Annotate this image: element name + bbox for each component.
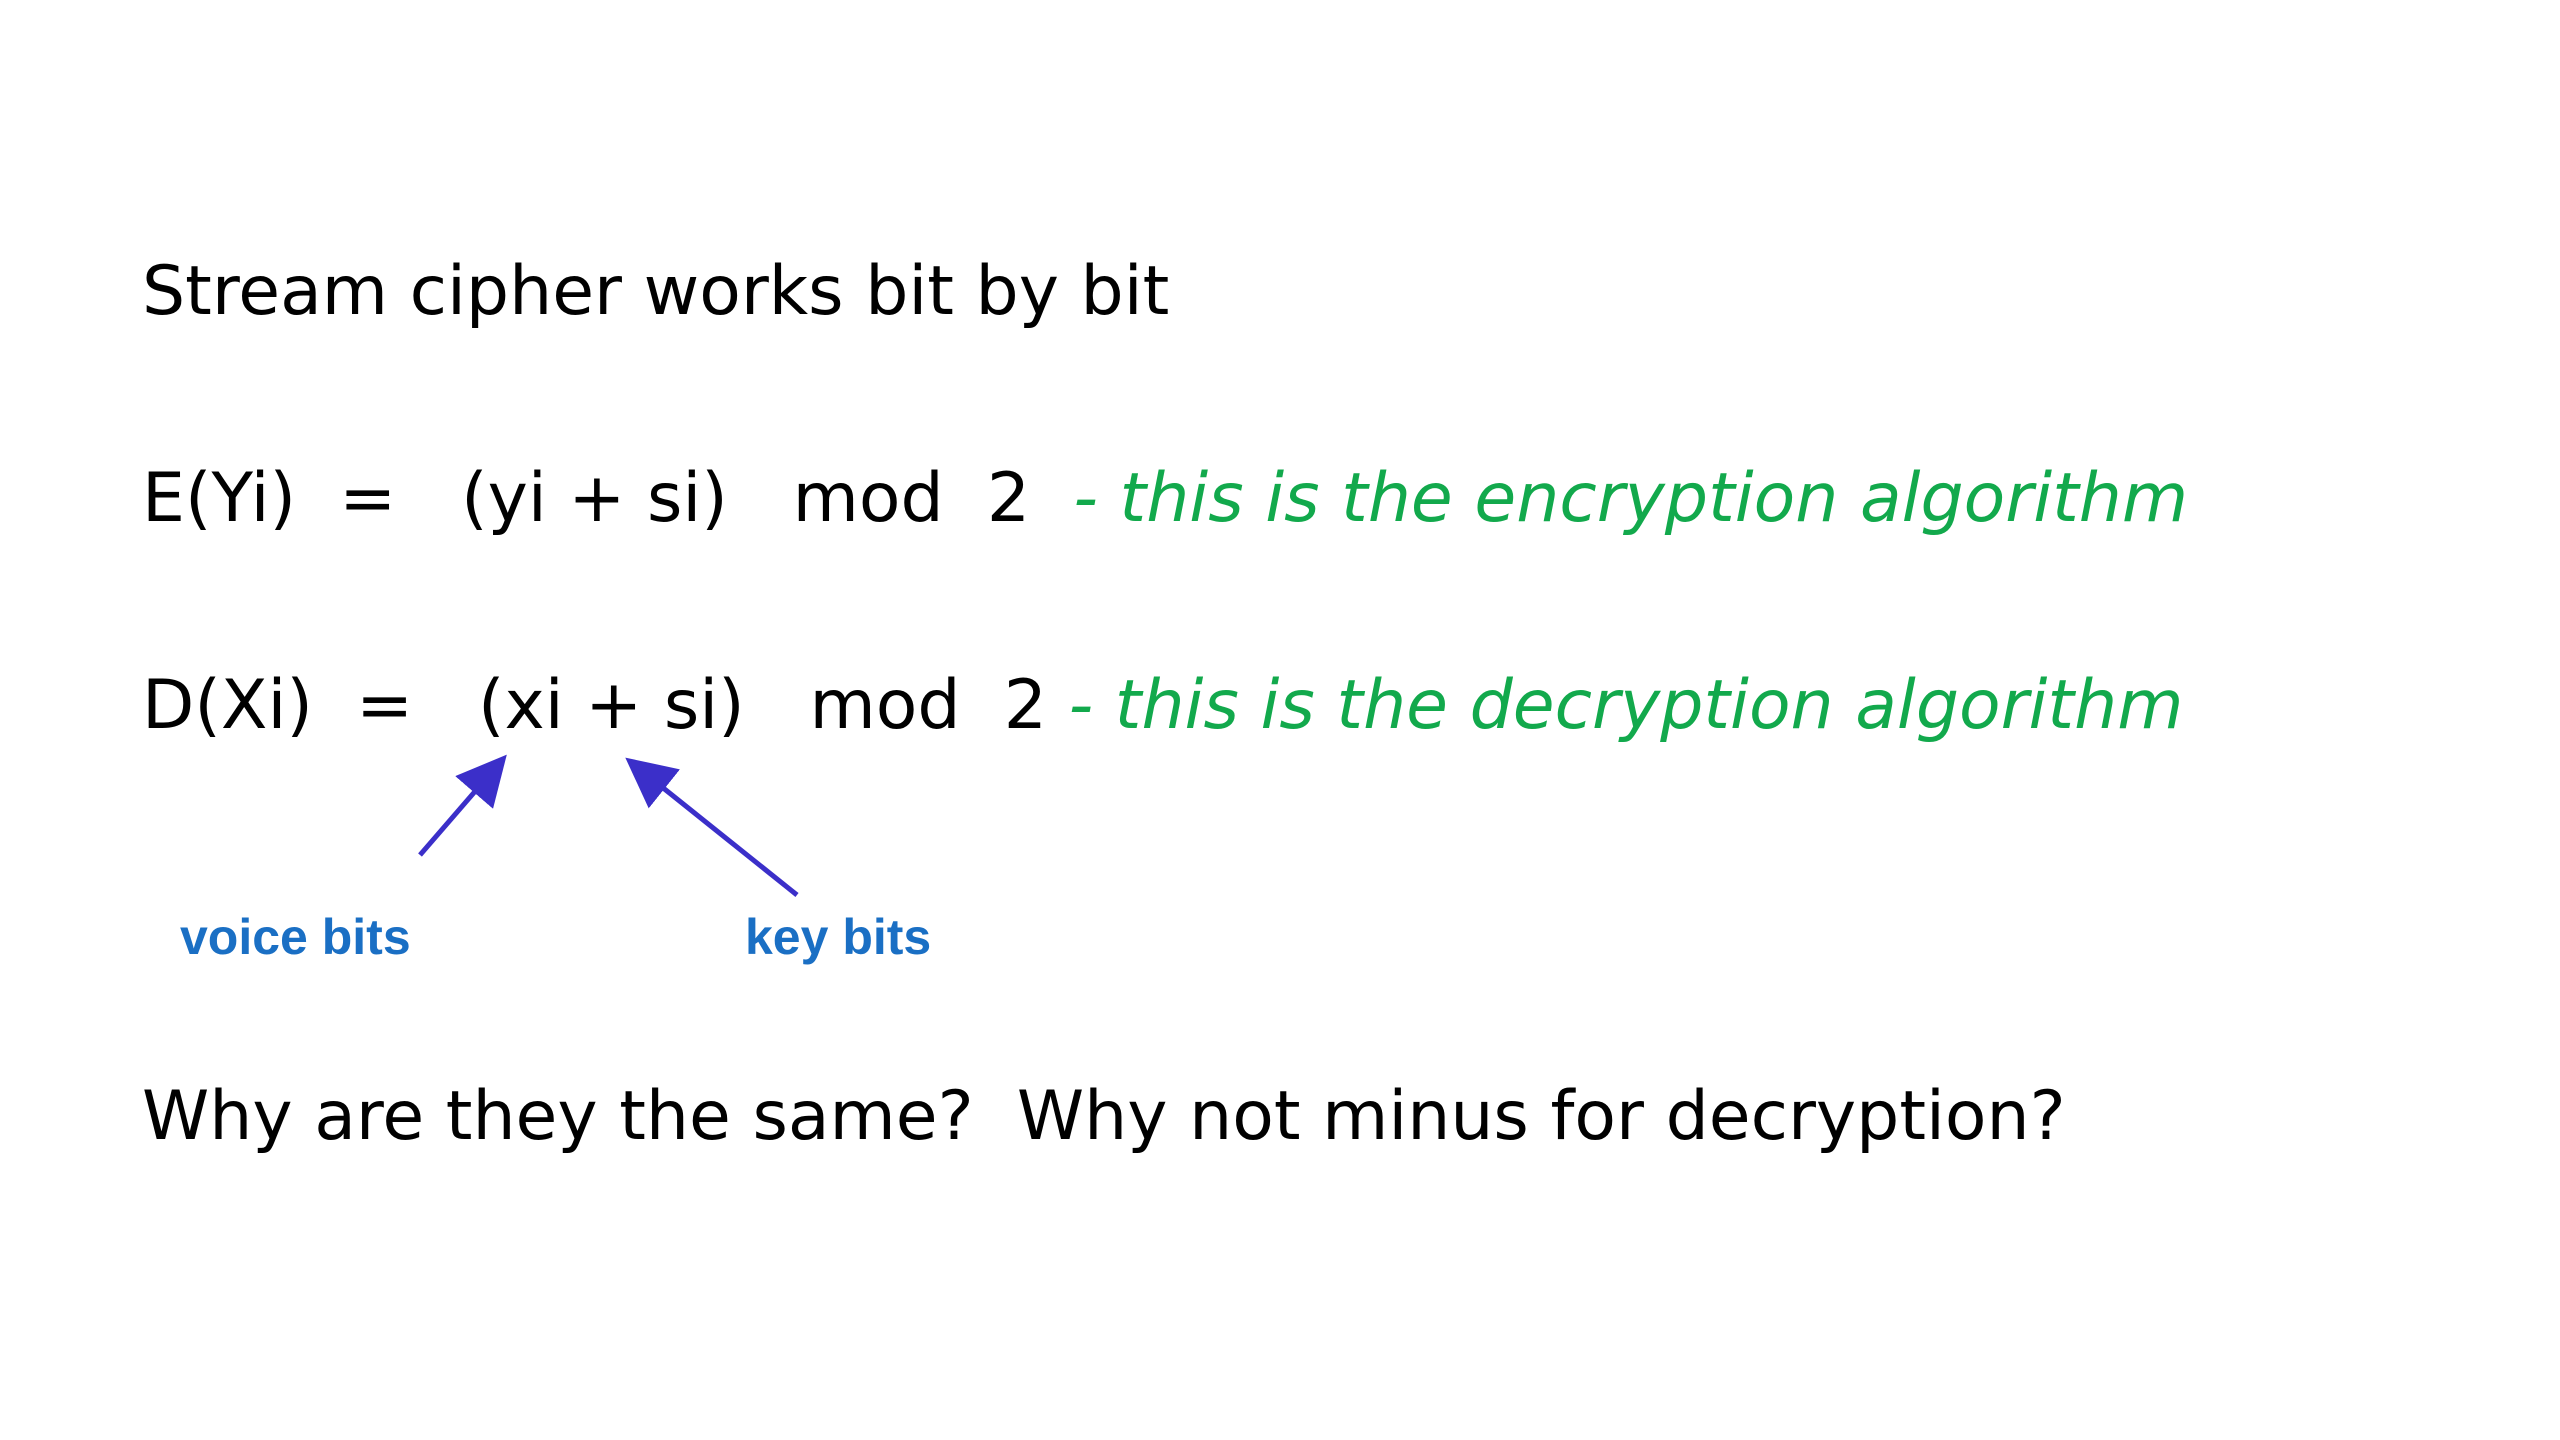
heading-text: Stream cipher works bit by bit — [142, 252, 1170, 331]
key-bits-label: key bits — [745, 909, 932, 965]
question-text: Why are they the same? Why not minus for… — [142, 1077, 2066, 1156]
encryption-note: - this is the encryption algorithm — [1073, 459, 2189, 538]
decryption-line: D(Xi) = (xi + si) mod 2 - this is the de… — [142, 672, 2183, 740]
voice-bits-label: voice bits — [180, 909, 411, 965]
encryption-formula: E(Yi) = (yi + si) mod 2 — [142, 459, 1074, 538]
decryption-formula: D(Xi) = (xi + si) mod 2 — [142, 666, 1069, 745]
voice-bits-arrow — [418, 754, 507, 857]
decryption-note: - this is the decryption algorithm — [1068, 666, 2184, 745]
key-bits-arrow — [625, 757, 799, 897]
encryption-line: E(Yi) = (yi + si) mod 2 - this is the en… — [142, 465, 2188, 533]
